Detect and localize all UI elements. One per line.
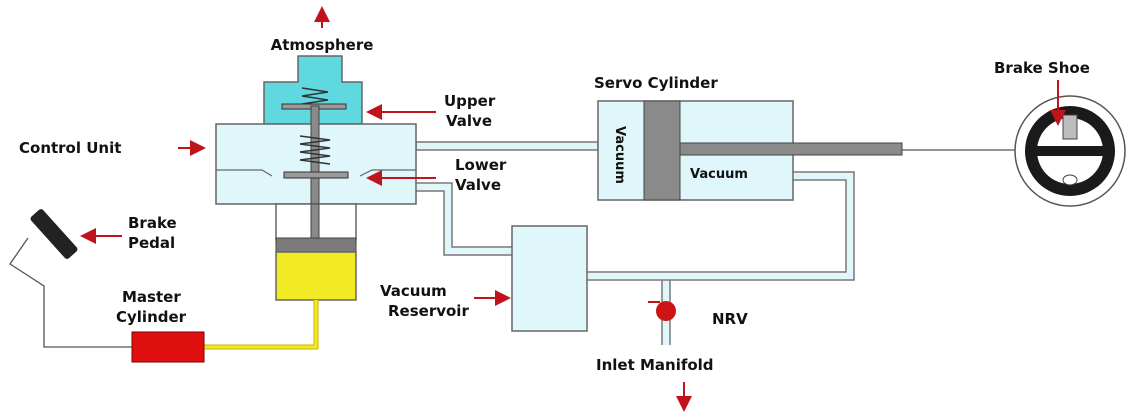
- brake-shoe-assembly: [1014, 95, 1126, 207]
- servo-return-pipe: [587, 171, 855, 281]
- servo-piston: [643, 100, 681, 201]
- lower-spring: [299, 135, 331, 165]
- nrv-valve: [656, 301, 676, 321]
- label-atmosphere: Atmosphere: [271, 36, 374, 54]
- label-lower-valve-1: Lower: [455, 156, 507, 174]
- label-vacuum-reservoir-2: Reservoir: [388, 302, 469, 320]
- master-cylinder: [131, 331, 205, 363]
- label-brake-pedal-2: Pedal: [128, 234, 175, 252]
- label-vacuum-vertical: Vacuum: [612, 126, 627, 184]
- label-lower-valve-2: Valve: [455, 176, 501, 194]
- fluid-line: [204, 300, 319, 350]
- label-brake-pedal-1: Brake: [128, 214, 177, 232]
- lower-valve-plate: [283, 171, 349, 179]
- stem-lower: [310, 203, 320, 239]
- diaphragm-left: [216, 169, 273, 177]
- label-vacuum-reservoir-1: Vacuum: [380, 282, 447, 300]
- vacuum-reservoir: [511, 225, 588, 332]
- label-servo-cylinder: Servo Cylinder: [594, 74, 718, 92]
- label-vacuum-chamber: Vacuum: [690, 167, 748, 182]
- label-upper-valve-2: Valve: [446, 112, 492, 130]
- brake-pedal: [30, 209, 78, 259]
- reservoir-pipe: [416, 182, 512, 256]
- servo-push-rod: [679, 142, 903, 156]
- cylinder-piston: [275, 237, 357, 253]
- label-inlet-manifold: Inlet Manifold: [596, 356, 714, 374]
- label-upper-valve-1: Upper: [444, 92, 496, 110]
- brake-fluid-chamber: [275, 251, 357, 301]
- label-control-unit: Control Unit: [19, 139, 121, 157]
- label-nrv: NRV: [712, 310, 748, 328]
- pedal-linkage: [9, 237, 132, 348]
- upper-pipe: [415, 141, 599, 151]
- label-master-cylinder-1: Master: [122, 288, 181, 306]
- label-brake-shoe: Brake Shoe: [994, 59, 1090, 77]
- servo-return-fill: [588, 173, 853, 279]
- fluid-line-inner: [204, 300, 318, 349]
- reservoir-pipe-fill: [417, 184, 511, 254]
- upper-spring: [301, 87, 329, 105]
- label-master-cylinder-2: Cylinder: [116, 308, 187, 326]
